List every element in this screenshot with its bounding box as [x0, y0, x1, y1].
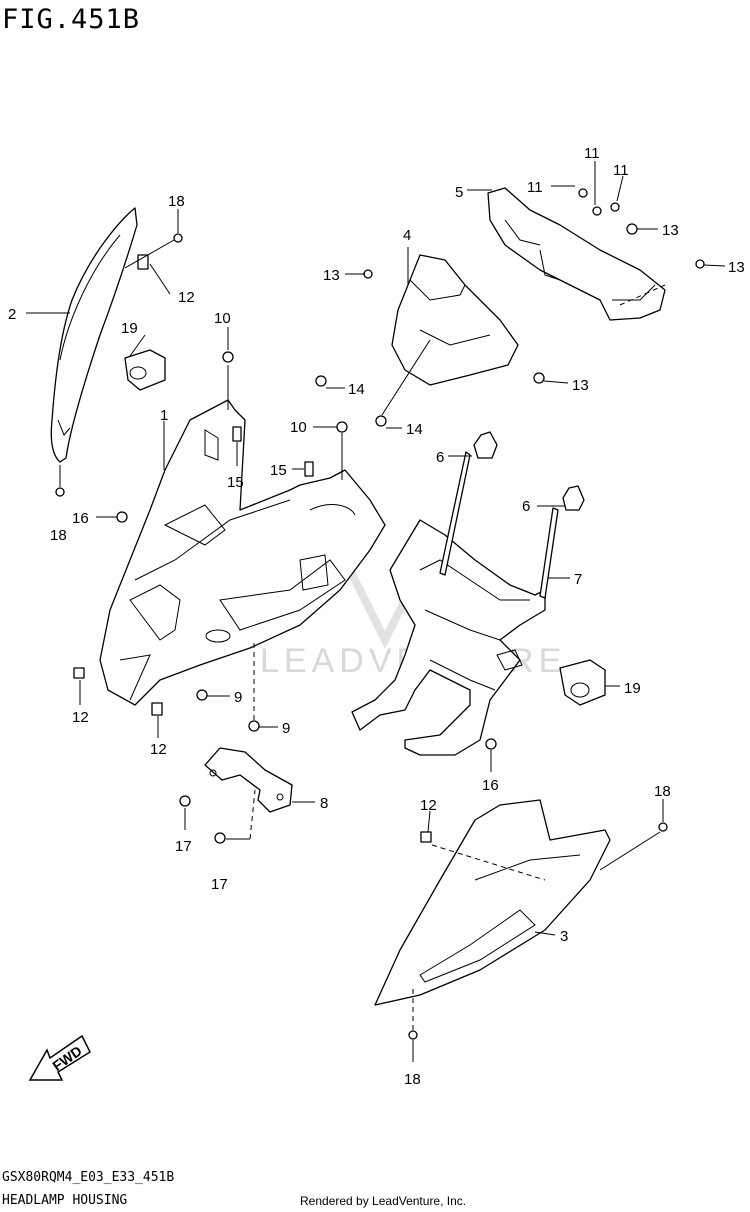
- part-4-upper-cover[interactable]: [391, 254, 519, 386]
- figure-title: FIG.451B: [2, 4, 141, 35]
- part-19-grommet-right[interactable]: [559, 659, 606, 706]
- callout-11c: 11: [613, 162, 629, 179]
- callout-numbers: 1 2 3 4 5 6 6 7 8 9 9 10 10 11 11 11 12 …: [8, 145, 745, 1088]
- part-7-headlamp-stay[interactable]: [351, 519, 546, 756]
- callout-10b: 10: [290, 419, 307, 436]
- callout-17b: 17: [211, 876, 228, 893]
- callout-4: 4: [403, 227, 411, 244]
- callout-16b: 16: [482, 777, 499, 794]
- part-1-inner-housing[interactable]: [99, 399, 386, 706]
- callout-13d: 13: [728, 259, 745, 276]
- callout-5: 5: [455, 184, 463, 201]
- callout-18a: 18: [168, 193, 185, 210]
- callout-7: 7: [574, 571, 582, 588]
- callout-19a: 19: [121, 320, 138, 337]
- callout-14b: 14: [406, 421, 423, 438]
- callout-11b: 11: [584, 145, 600, 162]
- leader-lines: [26, 161, 726, 1062]
- callout-13b: 13: [572, 377, 589, 394]
- callout-18c: 18: [654, 783, 671, 800]
- part-2-side-cowl[interactable]: [50, 207, 138, 463]
- callout-1: 1: [160, 407, 168, 424]
- callout-17a: 17: [175, 838, 192, 855]
- callout-3: 3: [560, 928, 568, 945]
- render-credit: Rendered by LeadVenture, Inc.: [300, 1194, 467, 1208]
- callout-6a: 6: [436, 449, 444, 466]
- callout-8: 8: [320, 795, 328, 812]
- part-6-rods[interactable]: [439, 431, 585, 599]
- callout-2: 2: [8, 306, 16, 323]
- callout-15b: 15: [227, 474, 244, 491]
- part-5-bracket[interactable]: [487, 187, 666, 321]
- part-8-small-bracket[interactable]: [204, 747, 293, 813]
- callout-18d: 18: [404, 1071, 421, 1088]
- callout-13a: 13: [323, 267, 340, 284]
- callout-19b: 19: [624, 680, 641, 697]
- callout-13c: 13: [662, 222, 679, 239]
- callout-12d: 12: [420, 797, 437, 814]
- part-19-grommet-left[interactable]: [124, 349, 166, 391]
- diagram-code: GSX80RQM4_E03_E33_451B: [2, 1170, 175, 1185]
- callout-10a: 10: [214, 310, 231, 327]
- callout-15a: 15: [270, 462, 287, 479]
- callout-9b: 9: [282, 720, 290, 737]
- callout-12a: 12: [178, 289, 195, 306]
- callout-12b: 12: [72, 709, 89, 726]
- callout-14a: 14: [348, 381, 365, 398]
- callout-6b: 6: [522, 498, 530, 515]
- callout-12c: 12: [150, 741, 167, 758]
- fwd-arrow-icon: FWD: [28, 1034, 91, 1081]
- fasteners: [55, 188, 705, 1040]
- callout-9a: 9: [234, 689, 242, 706]
- callout-18b: 18: [50, 527, 67, 544]
- callout-16a: 16: [72, 510, 89, 527]
- callout-11a: 11: [527, 179, 543, 196]
- part-3-lower-cover[interactable]: [374, 799, 611, 1006]
- diagram-subtitle: HEADLAMP HOUSING: [2, 1193, 128, 1208]
